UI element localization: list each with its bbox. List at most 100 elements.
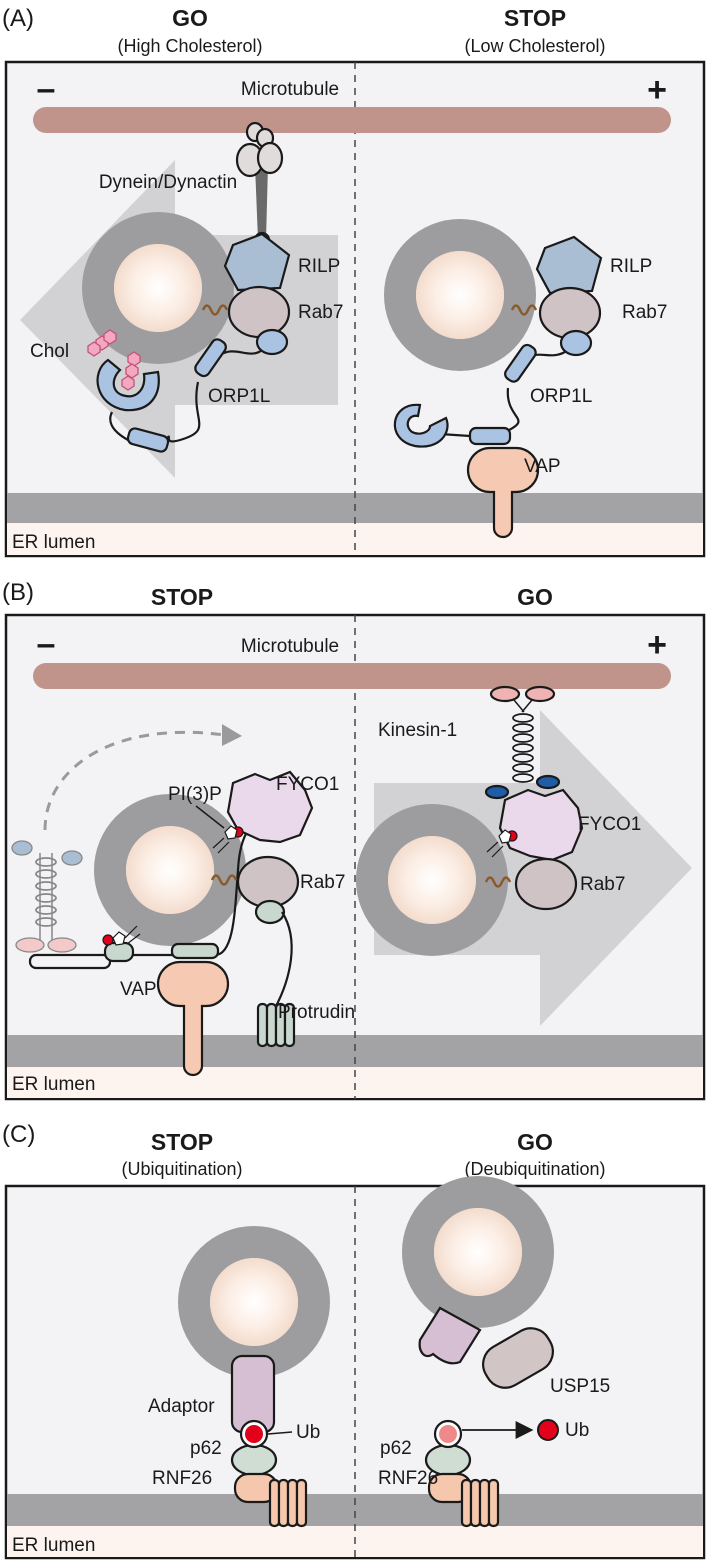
pi3p-white-right [498,829,512,844]
panel-a-label: (A) [2,5,34,32]
minus-end-sign: – [37,625,56,663]
protrudin-label: Protrudin [278,1002,355,1023]
rnf26-right-transmembrane [460,1478,500,1528]
rilp [223,232,291,292]
pi3p-label: PI(3)P [168,784,222,805]
lipid-anchor-coil [210,874,238,886]
panel-c-right-title: GO [517,1129,553,1155]
panel-a-right-title: STOP [504,5,566,31]
panel-c: (C) STOP (Ubiquitination) GO (Deubiquiti… [2,1121,706,1560]
rab7-label: Rab7 [300,872,345,893]
protrudin-fyve-domain [103,941,135,963]
protrudin-tail [28,953,112,970]
rab7-right [538,286,602,340]
ub-site [439,1425,457,1443]
orp1l-label: ORP1L [208,386,270,407]
panel-c-left-subtitle: (Ubiquitination) [121,1159,242,1179]
kinesin-label: Kinesin-1 [378,720,457,741]
rilp-label: RILP [298,256,340,277]
pi3p-pointer [195,805,225,829]
orp1l-segment-right [504,343,537,383]
plus-end-sign: + [647,71,667,109]
panel-b-label: (B) [2,579,34,606]
transfer-arrowhead [222,724,242,746]
rnf26-transmembrane [268,1478,308,1528]
ub-pointer [267,1431,293,1435]
endosome-lumen [210,1258,298,1346]
rilp-right-label: RILP [610,256,652,277]
vap-label: VAP [524,456,561,477]
protrudin-rbd [254,899,286,925]
endosome-lumen-right [416,251,504,339]
endosome-lumen [126,826,214,914]
late-endosome [94,794,246,946]
kinesin-1 [484,685,561,800]
panel-b-right-title: GO [517,584,553,610]
adaptor-label: Adaptor [148,1396,215,1417]
usp15 [482,1327,554,1389]
ub-released [537,1419,559,1441]
fyco1-right-label: FYCO1 [578,814,641,835]
p62-label: p62 [190,1438,222,1459]
rab7-right-label: Rab7 [580,874,625,895]
vap [156,960,230,1077]
rab7-right [514,857,578,911]
orp1l-segment [194,338,227,378]
microtubule [33,663,671,689]
pi3p-headgroup [112,931,126,946]
rab7 [236,855,300,909]
pi3p-lipid-red [102,934,114,946]
fyco1-label: FYCO1 [276,774,339,795]
late-endosome [82,212,234,364]
rab7 [227,285,291,339]
usp15-label: USP15 [550,1376,610,1397]
p62-right-label: p62 [380,1438,412,1459]
lipid-anchor-coil-right [510,304,538,316]
orp1l-ord-open [393,403,449,448]
panel-a: (A) GO (High Cholesterol) STOP (Low Chol… [2,5,706,558]
panel-a-left-title: GO [172,5,208,31]
rilp-right [535,235,603,295]
adaptor-released [418,1306,482,1365]
orp1l-ffat [126,427,170,453]
cholesterol-molecules [87,329,141,391]
microtubule [33,107,671,133]
panel-c-label: (C) [2,1121,35,1148]
microtubule-label: Microtubule [241,636,339,657]
microtubule-label: Microtubule [241,79,339,100]
plus-end-sign: + [647,626,667,664]
panel-c-left-title: STOP [151,1129,213,1155]
rab7-label: Rab7 [298,302,343,323]
protrudin-transmembrane [256,1002,296,1048]
vap [466,446,540,539]
rnf26-right-label: RNF26 [378,1468,438,1489]
kinesin-1-folded [11,840,83,953]
late-endosome-right [384,219,536,371]
endosome-lumen [114,244,202,332]
ub [245,1425,263,1443]
er-lumen-area [7,523,703,555]
er-lumen-label: ER lumen [12,532,95,553]
ub-label: Ub [296,1422,320,1443]
ub-right-label: Ub [565,1420,589,1441]
lipid-anchor-coil-right [484,876,512,888]
minus-end-sign: – [37,70,56,108]
orp1l-ph-domain [255,328,289,356]
vap-label: VAP [120,979,157,1000]
panel-a-right-subtitle: (Low Cholesterol) [464,36,605,56]
lipid-anchor-coil [201,304,229,316]
transfer-arrow [43,730,226,831]
orp1l-ffat-right [468,426,512,446]
orp1l-right-label: ORP1L [530,386,592,407]
panel-b: (B) STOP GO ER lumen – + Microtubule [2,579,706,1101]
orp1l-ph-domain-right [559,329,593,357]
protrudin-ffat [170,942,220,960]
panel-a-left-subtitle: (High Cholesterol) [117,36,262,56]
p62 [230,1443,278,1477]
fyco1-right [498,788,584,862]
rnf26-label: RNF26 [152,1468,212,1489]
endosome-lumen-right [434,1208,522,1296]
dynein-label: Dynein/Dynactin [99,172,237,193]
orp1l-ord-domain [96,358,160,412]
